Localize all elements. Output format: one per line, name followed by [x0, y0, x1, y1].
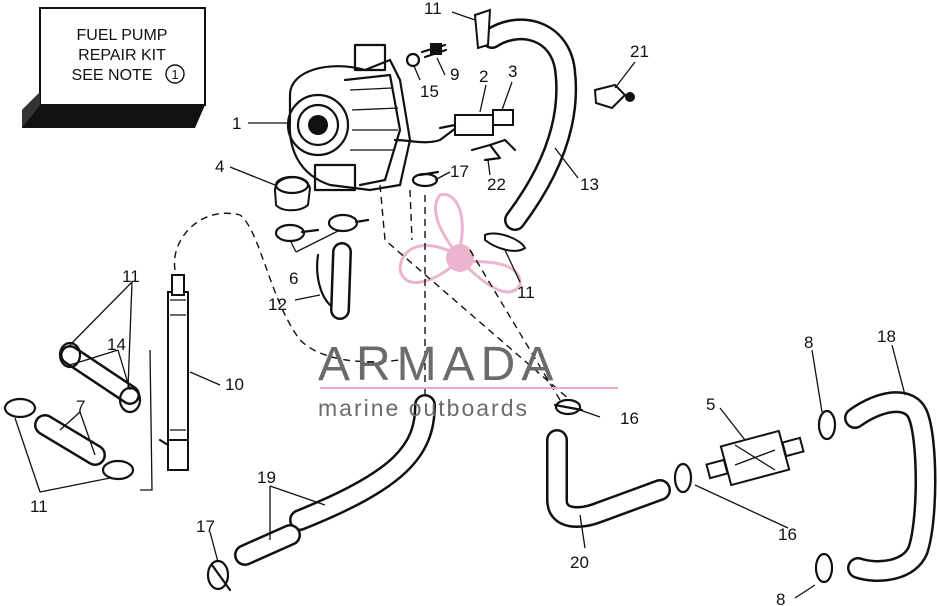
fitting-21 — [593, 83, 635, 110]
callout-6: 6 — [289, 269, 298, 288]
inlet-fitting — [438, 109, 514, 136]
clamp-16-middle — [553, 398, 584, 416]
note-circle — [165, 64, 185, 84]
clamps-8 — [814, 409, 837, 584]
callout-9: 9 — [450, 65, 459, 84]
callout-5: 5 — [706, 395, 715, 414]
callout-15: 15 — [420, 82, 439, 101]
hose-10 — [158, 274, 189, 471]
callout-19: 19 — [257, 468, 276, 487]
callout-22: 22 — [487, 175, 506, 194]
callout-7: 7 — [76, 397, 85, 416]
filter-cap — [273, 175, 312, 212]
callout-labels: 1 2 3 4 5 6 7 8 8 9 10 11 11 11 11 12 13… — [30, 0, 896, 606]
callout-21: 21 — [630, 42, 649, 61]
callout-14: 14 — [107, 335, 126, 354]
dashed-routes — [140, 184, 571, 491]
callout-8-upper: 8 — [804, 333, 813, 352]
screw-and-washer — [405, 43, 448, 68]
callout-2: 2 — [479, 67, 488, 86]
callout-3: 3 — [508, 62, 517, 81]
callout-13: 13 — [580, 175, 599, 194]
callout-4: 4 — [215, 157, 224, 176]
clamp-17-upper — [411, 170, 440, 188]
callout-1: 1 — [232, 114, 241, 133]
clamps-11-left — [3, 397, 135, 481]
callout-11-left-upper: 11 — [122, 267, 140, 286]
watermark-propeller — [398, 192, 522, 294]
callout-20: 20 — [570, 553, 589, 572]
kit-note-number: 1 — [171, 67, 178, 82]
kit-line-3: SEE NOTE — [72, 67, 153, 84]
fuel-filter-5 — [705, 429, 805, 487]
watermark-brand: ARMADA — [318, 338, 559, 391]
callout-12: 12 — [268, 295, 287, 314]
callout-17-upper: 17 — [450, 162, 469, 181]
hose-20 — [546, 429, 671, 528]
callout-11-middle: 11 — [517, 283, 535, 302]
hose-12 — [316, 242, 352, 320]
clamp-11-middle — [484, 232, 527, 252]
clamps-6 — [274, 213, 370, 243]
kit-line-1: FUEL PUMP — [77, 27, 168, 44]
clamp-11-top — [473, 8, 492, 50]
callout-17-lower: 17 — [196, 517, 215, 536]
repair-kit-box: FUEL PUMP REPAIR KIT SEE NOTE 1 — [22, 7, 206, 128]
bracket-22 — [470, 138, 517, 162]
callout-16-lower: 16 — [778, 525, 797, 544]
watermark-text: ARMADA marine outboards — [318, 338, 618, 421]
hose-18 — [844, 391, 937, 582]
leader-lines — [14, 11, 906, 599]
callout-11-top: 11 — [424, 0, 442, 18]
clamp-17-lower — [206, 559, 232, 592]
hose-13 — [481, 18, 578, 231]
hose-19 — [234, 394, 436, 566]
clamp-16-lower — [673, 462, 693, 494]
kit-line-2: REPAIR KIT — [78, 47, 166, 64]
fuel-pump-assembly — [286, 43, 462, 192]
callout-10: 10 — [225, 375, 244, 394]
watermark-tagline: marine outboards — [318, 395, 529, 421]
callout-8-lower: 8 — [776, 590, 785, 606]
callout-18: 18 — [877, 327, 896, 346]
hose-7 — [34, 414, 106, 466]
callout-16-middle: 16 — [620, 409, 639, 428]
callout-11-left-lower: 11 — [30, 497, 48, 516]
